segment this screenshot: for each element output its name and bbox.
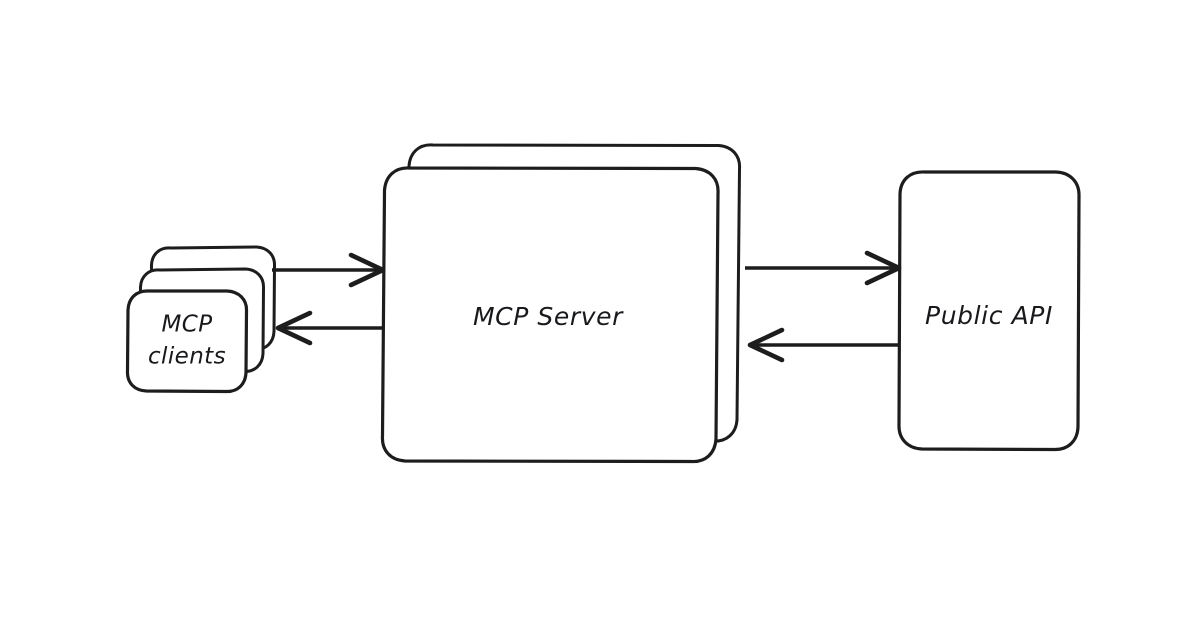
edge-clients-to-server-arrowhead <box>348 252 386 288</box>
edge-server-to-clients-arrowhead <box>275 310 313 346</box>
node-public-api[interactable]: Public API <box>897 170 1081 452</box>
mcp-clients-label-line1: MCP <box>162 312 213 338</box>
edge-server-to-api[interactable] <box>745 250 902 286</box>
edge-server-to-api-arrowhead <box>864 250 902 286</box>
edge-api-to-server[interactable] <box>747 327 898 363</box>
mcp-clients-label-line2: clients <box>148 344 226 370</box>
public-api-card <box>897 170 1081 452</box>
public-api-label: Public API <box>925 301 1053 330</box>
mcp-clients-card-front <box>125 289 249 394</box>
node-mcp-server[interactable]: MCP Server <box>380 143 742 464</box>
edge-server-to-clients[interactable] <box>275 310 383 346</box>
edge-clients-to-server[interactable] <box>272 252 386 288</box>
mcp-server-card-front <box>380 166 720 464</box>
node-mcp-clients[interactable]: MCP clients <box>125 245 276 394</box>
mcp-server-label: MCP Server <box>473 302 624 331</box>
edge-api-to-server-arrowhead <box>747 327 785 363</box>
